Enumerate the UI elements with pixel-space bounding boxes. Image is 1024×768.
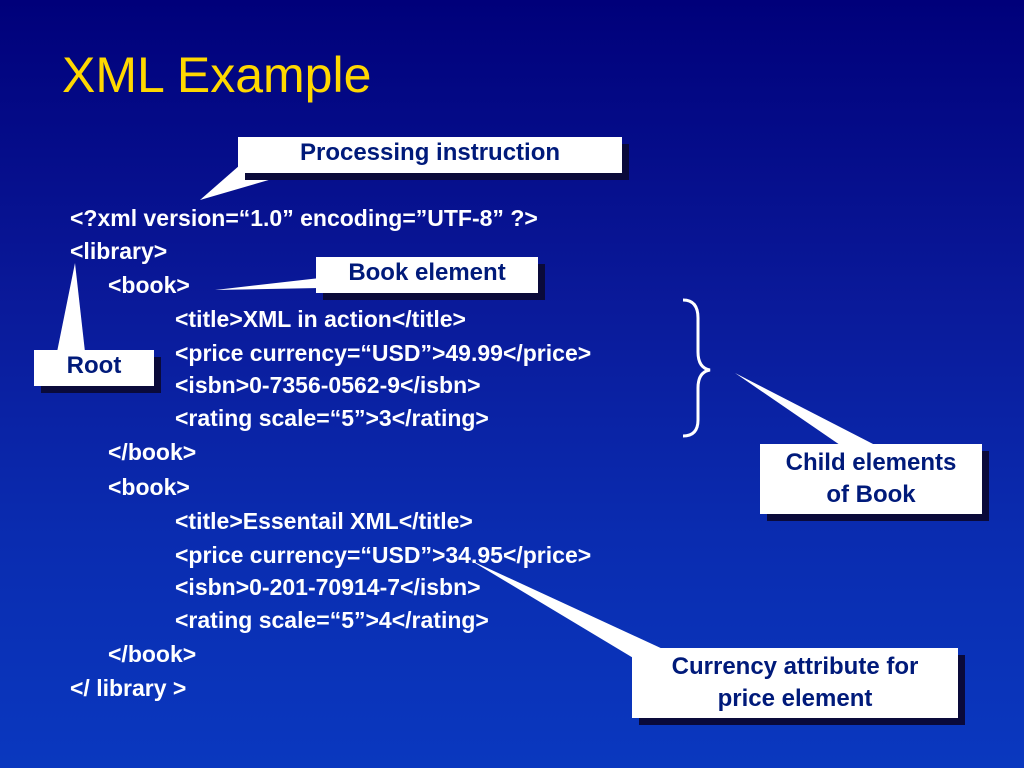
code-line-xml-declaration: <?xml version=“1.0” encoding=”UTF-8” ?> xyxy=(70,205,538,231)
callout-root-label: Root xyxy=(66,352,122,379)
pointer-child-elements xyxy=(735,373,875,445)
code-line-book-open-2: <book> xyxy=(108,474,190,500)
code-line-rating-2: <rating scale=“5”>4</rating> xyxy=(175,607,489,633)
code-line-rating: <rating scale=“5”>3</rating> xyxy=(175,405,489,431)
callout-child-elements-line2: of Book xyxy=(826,481,916,508)
code-line-isbn: <isbn>0-7356-0562-9</isbn> xyxy=(175,372,481,398)
callout-child-elements: Child elements of Book xyxy=(760,444,982,514)
callout-currency-line2: price element xyxy=(717,685,873,712)
code-line-library-close: </ library > xyxy=(70,675,187,701)
pointer-processing-instruction xyxy=(200,165,310,200)
callout-processing-instruction-label: Processing instruction xyxy=(299,139,561,166)
code-line-price-2: <price currency=“USD”>34.95</price> xyxy=(175,542,592,568)
brace-icon xyxy=(682,298,711,438)
code-line-title: <title>XML in action</title> xyxy=(175,306,466,332)
callout-currency-attribute: Currency attribute for price element xyxy=(632,648,958,718)
code-line-library-open: <library> xyxy=(70,238,168,264)
code-line-book-close-2: </book> xyxy=(108,641,197,667)
pointer-currency xyxy=(470,560,665,662)
callout-processing-instruction: Processing instruction xyxy=(238,137,622,173)
code-line-book-open: <book> xyxy=(108,272,190,298)
code-line-isbn-2: <isbn>0-201-70914-7</isbn> xyxy=(175,574,481,600)
slide-title: XML Example xyxy=(62,47,372,103)
code-line-title-2: <title>Essentail XML</title> xyxy=(175,508,473,534)
callout-child-elements-line1: Child elements xyxy=(785,449,957,476)
code-line-book-close: </book> xyxy=(108,439,197,465)
callout-book-element: Book element xyxy=(316,257,538,293)
callout-root: Root xyxy=(34,350,154,386)
callout-currency-line1: Currency attribute for xyxy=(671,653,919,680)
pointer-book-element xyxy=(215,278,320,290)
callout-book-element-label: Book element xyxy=(348,259,506,286)
code-line-price: <price currency=“USD”>49.99</price> xyxy=(175,340,592,366)
pointer-root xyxy=(57,263,85,352)
